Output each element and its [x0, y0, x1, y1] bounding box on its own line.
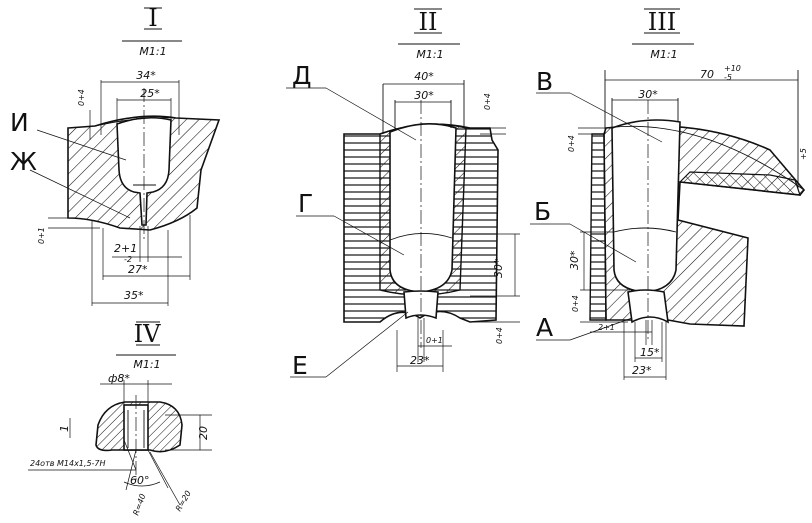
label-V: В — [536, 67, 553, 96]
dim-I-27: 27* — [128, 263, 148, 276]
dim-III-23: 23* — [632, 364, 652, 377]
dim-I-tol-top: 0+4 — [77, 89, 86, 106]
dim-III-15: 15* — [640, 346, 660, 359]
view-IV-scale: M1:1 — [133, 358, 160, 371]
view-II-scale: M1:1 — [416, 48, 443, 61]
dim-I-25: 25* — [140, 87, 160, 100]
view-IV: IV M1:1 ф8* 20 1 24отв М14х1,5-7Н 60° R=… — [28, 320, 212, 517]
view-II-numeral: II — [419, 8, 438, 36]
view-I: I M1:1 34* 25* 0+4 0+1 2+1 -2 — [10, 4, 221, 306]
label-Zh: Ж — [10, 147, 37, 176]
view-III-cavity — [611, 119, 681, 293]
dim-III-edge: +5 — [799, 148, 808, 160]
dim-III-70: 70 — [700, 68, 714, 81]
dim-I-34: 34* — [136, 69, 156, 82]
view-III-scale: M1:1 — [650, 48, 677, 61]
dim-IV-thread: 24отв М14х1,5-7Н — [30, 459, 106, 468]
dim-II-23: 23* — [410, 354, 430, 367]
dim-IV-phi: ф8* — [108, 372, 130, 385]
dim-II-30: 30* — [414, 89, 434, 102]
view-II: II M1:1 40* 30* 0+4 30* 0+4 0+1 — [286, 8, 520, 380]
view-III-header: III M1:1 — [632, 8, 694, 61]
label-D: Д — [292, 61, 312, 90]
dim-II-h30: 30* — [492, 258, 505, 278]
dim-III-30: 30* — [638, 88, 658, 101]
view-IV-header: IV M1:1 — [116, 320, 176, 371]
label-G: Г — [298, 189, 313, 218]
label-A: А — [536, 313, 553, 342]
view-I-header: I M1:1 — [122, 4, 182, 58]
dim-III-70-top: +10 — [724, 64, 741, 73]
dim-II-tol-slot: 0+1 — [426, 336, 443, 345]
dim-IV-r2: R=20 — [174, 489, 193, 513]
view-I-scale: M1:1 — [139, 45, 166, 58]
dim-II-40: 40* — [414, 70, 434, 83]
label-E: Е — [292, 351, 308, 380]
label-I: И — [10, 108, 29, 137]
dim-I-slit: 2+1 — [114, 242, 137, 255]
dim-I-35: 35* — [124, 289, 144, 302]
dim-III-slit: 2+1 — [598, 323, 615, 332]
view-III: III M1:1 70 +10 -5 30* 0+4 30* 0+4 — [530, 8, 808, 380]
dim-III-tol-mid: 0+4 — [571, 295, 580, 312]
dim-IV-r1: R=40 — [131, 493, 147, 517]
dim-III-h30: 30* — [568, 250, 581, 270]
dim-II-tol-rt: 0+4 — [483, 93, 492, 110]
view-II-cavity — [389, 123, 457, 293]
view-II-header: II M1:1 — [398, 8, 460, 61]
dim-IV-h20: 20 — [197, 426, 210, 440]
dim-I-tol-left: 0+1 — [37, 227, 46, 244]
view-I-numeral: I — [148, 4, 157, 32]
label-B: Б — [534, 197, 551, 226]
view-III-wedge — [678, 171, 801, 196]
dim-IV-h1: 1 — [58, 425, 71, 432]
dim-II-tol-rb: 0+4 — [495, 327, 504, 344]
view-III-numeral: III — [648, 8, 676, 36]
dim-IV-angle: 60° — [130, 474, 150, 487]
view-IV-numeral: IV — [134, 320, 161, 348]
dim-III-tol-top: 0+4 — [567, 135, 576, 152]
dim-I-slit-sub: -2 — [124, 255, 132, 264]
dim-III-70-bot: -5 — [724, 73, 732, 82]
